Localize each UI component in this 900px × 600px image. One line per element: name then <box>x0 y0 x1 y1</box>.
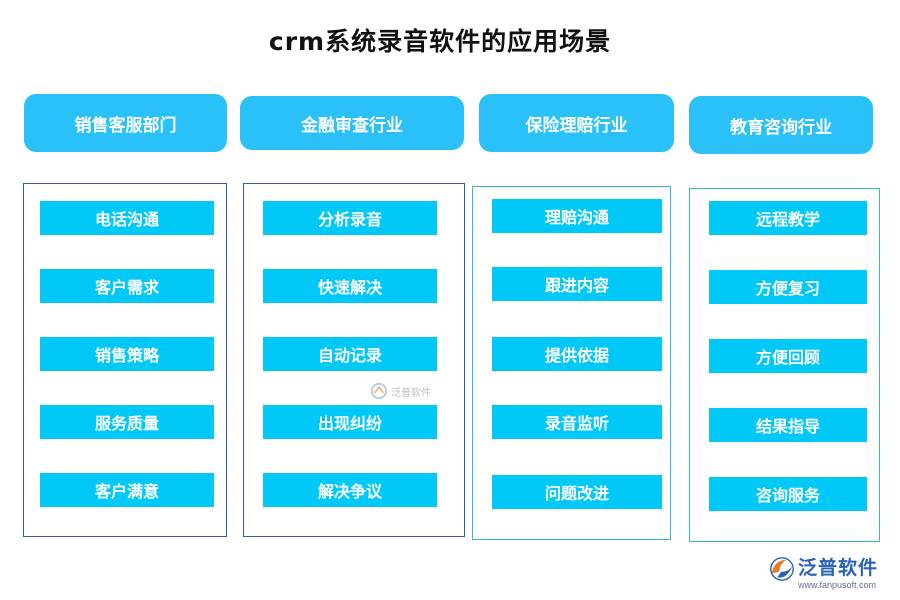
item-sales-4: 服务质量 <box>40 405 214 439</box>
watermark-text: 泛普软件 <box>391 387 431 399</box>
item-insurance-1: 理赔沟通 <box>492 199 662 233</box>
brand-logo: 泛普软件 www.fanpusoft.com <box>768 553 894 597</box>
item-sales-5: 客户满意 <box>40 473 214 507</box>
brand-name: 泛普软件 <box>798 557 879 579</box>
brand-url[interactable]: www.fanpusoft.com <box>798 580 877 590</box>
item-education-5: 咨询服务 <box>709 477 867 511</box>
item-finance-3: 自动记录 <box>263 337 437 371</box>
item-finance-4: 出现纠纷 <box>263 405 437 439</box>
item-insurance-3: 提供依据 <box>492 337 662 371</box>
item-finance-5: 解决争议 <box>263 473 437 507</box>
item-finance-1: 分析录音 <box>263 201 437 235</box>
column-header-sales: 销售客服部门 <box>24 94 227 152</box>
column-header-insurance: 保险理赔行业 <box>479 94 674 152</box>
item-education-1: 远程教学 <box>709 201 867 235</box>
item-sales-3: 销售策略 <box>40 337 214 371</box>
item-finance-2: 快速解决 <box>263 269 437 303</box>
column-header-education: 教育咨询行业 <box>689 96 873 154</box>
brand-mark-icon <box>770 557 794 581</box>
watermark: 泛普软件 <box>370 382 431 400</box>
item-sales-2: 客户需求 <box>40 269 214 303</box>
item-insurance-2: 跟进内容 <box>492 267 662 301</box>
item-education-2: 方便复习 <box>709 270 867 304</box>
diagram-title: crm系统录音软件的应用场景 <box>268 27 612 56</box>
item-education-4: 结果指导 <box>709 408 867 442</box>
item-insurance-4: 录音监听 <box>492 405 662 439</box>
column-header-finance: 金融审查行业 <box>240 96 464 150</box>
item-education-3: 方便回顾 <box>709 339 867 373</box>
item-insurance-5: 问题改进 <box>492 475 662 509</box>
watermark-logo-icon <box>370 382 388 400</box>
item-sales-1: 电话沟通 <box>40 201 214 235</box>
